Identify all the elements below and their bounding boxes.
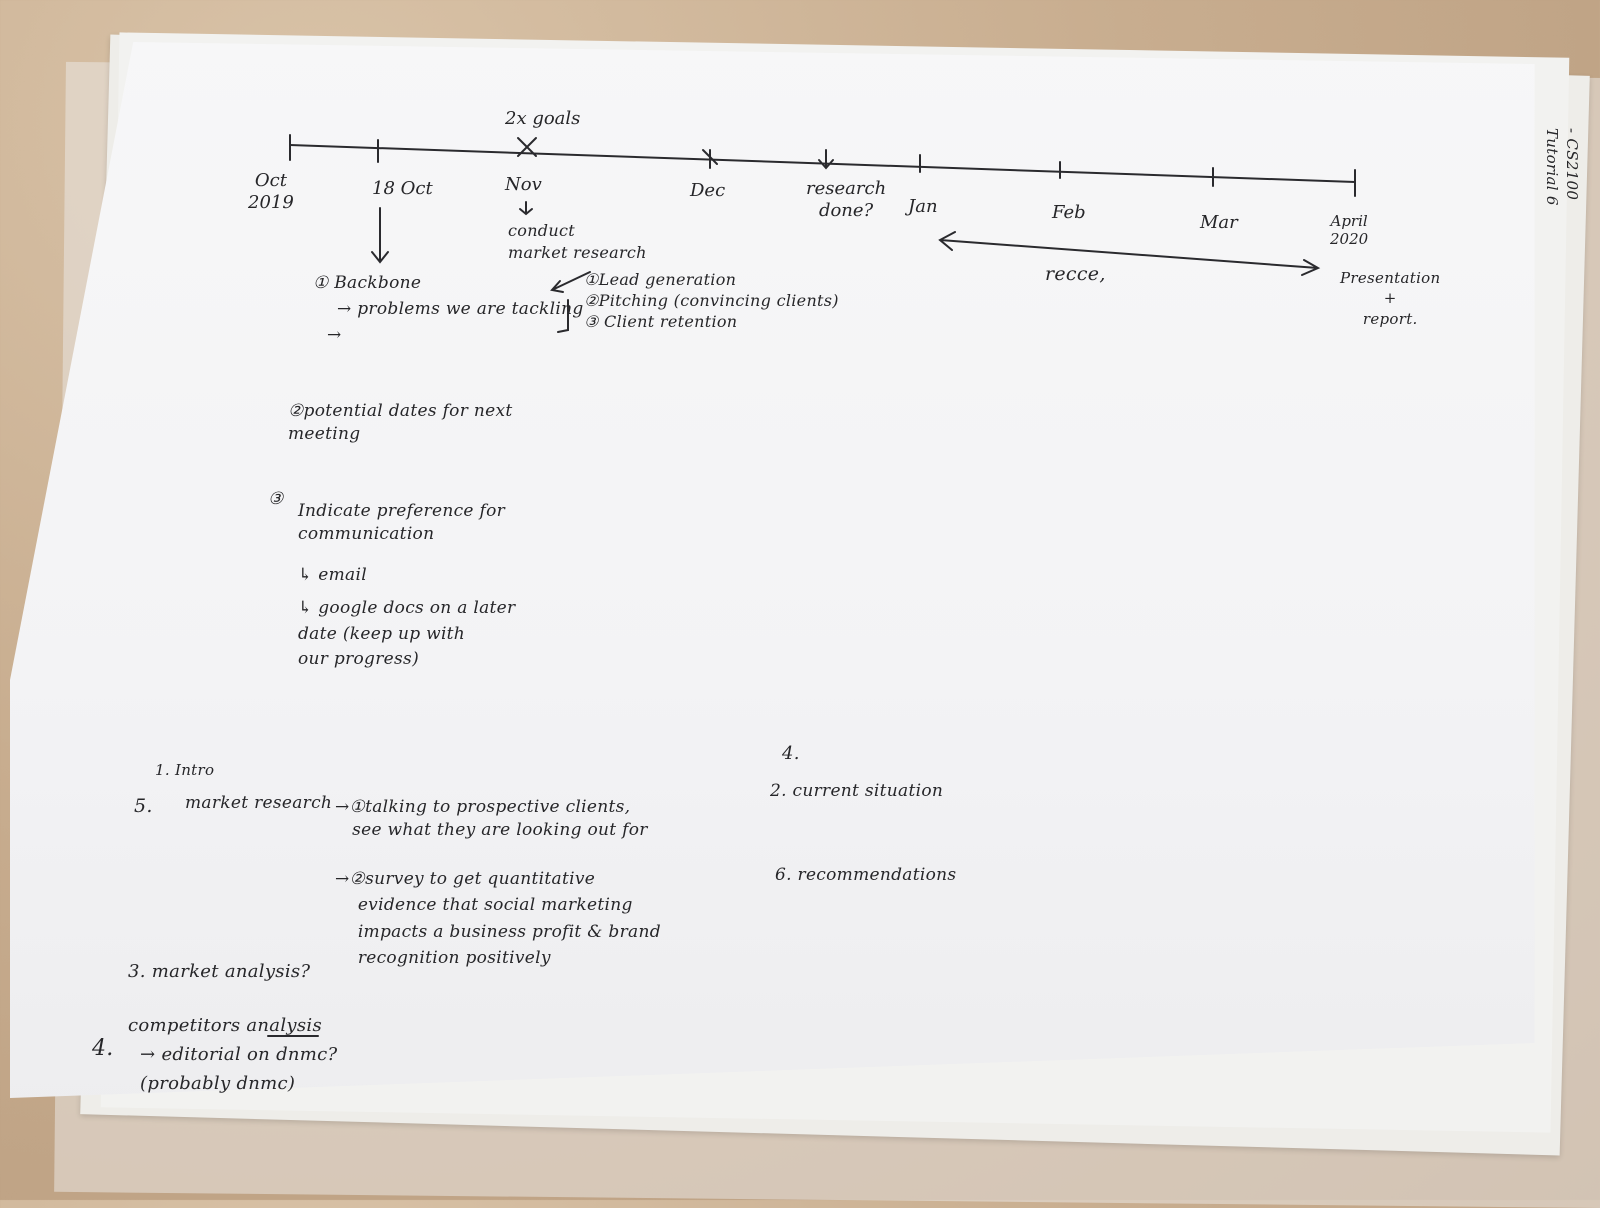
outline-5a: →①talking to prospective clients, see wh…: [335, 797, 648, 840]
outline-4-number: 4.: [92, 1036, 114, 1061]
bracket: [557, 299, 569, 333]
outline-5-number: 5.: [134, 795, 153, 817]
tick-label-feb: Feb: [1052, 202, 1086, 223]
outline-1: 1. Intro: [155, 761, 215, 779]
double-arrow: [938, 231, 1321, 276]
tick-label-april-2020: April 2020: [1330, 212, 1369, 248]
outline-5b: →②survey to get quantitative evidence th…: [335, 869, 661, 969]
arrow: [550, 271, 591, 293]
outline-5: market research: [185, 793, 333, 813]
arrow: [371, 207, 389, 264]
paper-sheet: [10, 42, 1535, 1098]
tick-label-oct-2019: Oct 2019: [248, 170, 294, 213]
item1-sub2: →: [327, 325, 342, 345]
outline-3: 3. market analysis?: [128, 961, 311, 982]
right-2: 2. current situation: [770, 781, 944, 801]
item3-number: ③: [268, 489, 284, 509]
tick-label-mar: Mar: [1200, 212, 1238, 233]
tick-label-research-done: research done?: [806, 178, 887, 221]
item3-sub2: ↳ google docs on a later date (keep up w…: [298, 598, 516, 669]
side-note: - CS2100 Tutorial 6: [1542, 128, 1581, 206]
nov-list: ①Lead generation ②Pitching (convincing c…: [584, 270, 839, 331]
item1-sub1: → problems we are tackling: [337, 299, 584, 319]
item3-sub1: ↳ email: [298, 565, 367, 585]
tick-label-18-oct: 18 Oct: [372, 178, 433, 199]
item2-dates: ②potential dates for next meeting: [288, 401, 513, 444]
x-mark: [517, 137, 537, 157]
timeline-span-label: recce,: [1045, 263, 1106, 285]
item1-backbone: ① Backbone: [313, 273, 422, 293]
nov-note: conduct market research: [508, 221, 647, 262]
right-6: 6. recommendations: [775, 865, 957, 885]
tick-label-dec: Dec: [690, 180, 726, 201]
end-note: Presentation + report.: [1340, 269, 1441, 328]
item3-text: Indicate preference for communication: [298, 501, 506, 544]
tick-label-jan: Jan: [908, 196, 938, 217]
timeline-above-label: 2x goals: [505, 108, 581, 129]
outline-4: competitors analysis → editorial on dnmc…: [128, 1015, 338, 1094]
arrow: [818, 149, 834, 170]
tick-label-nov: Nov: [505, 174, 542, 195]
right-4: 4.: [782, 743, 800, 764]
x-mark: [702, 149, 718, 165]
arrow: [519, 201, 533, 216]
